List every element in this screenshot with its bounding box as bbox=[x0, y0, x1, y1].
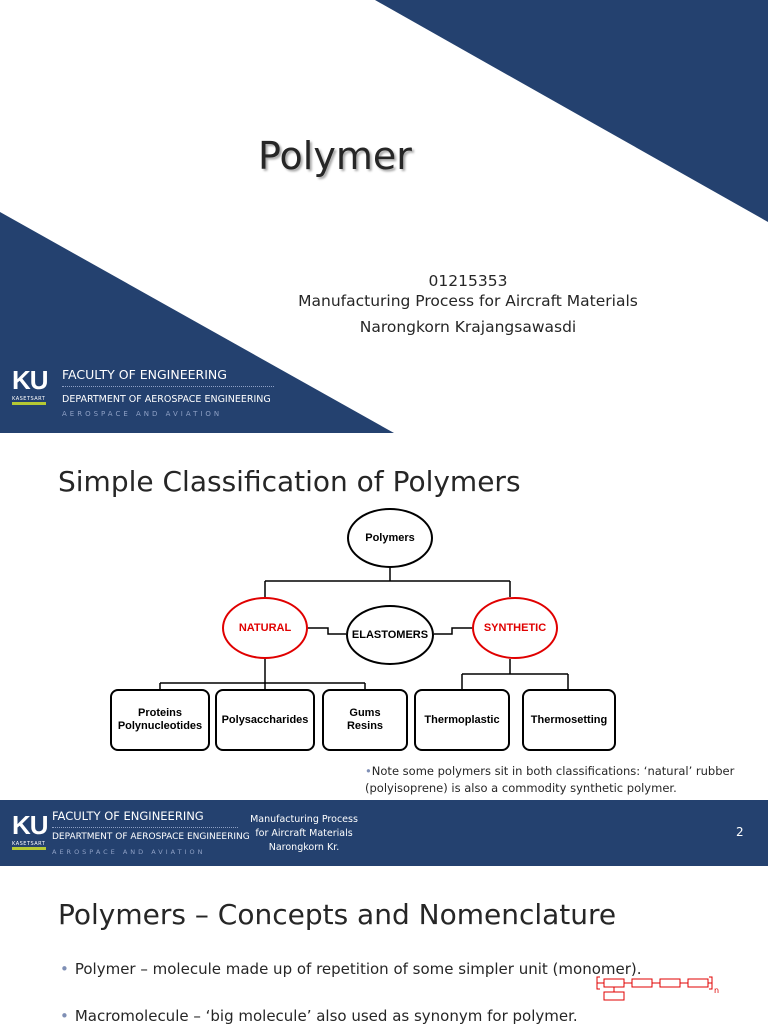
ku-logo-letters: KU bbox=[12, 365, 49, 395]
ku-logo-letters: KU bbox=[12, 810, 49, 840]
page-number: 2 bbox=[736, 825, 744, 839]
author-name: Narongkorn Krajangsawasdi bbox=[359, 318, 577, 336]
bottom-left-navy-triangle bbox=[0, 212, 394, 433]
diagram-connectors bbox=[159, 568, 569, 689]
tagline-label: AEROSPACE AND AVIATION bbox=[62, 410, 223, 418]
bullet-text: Macromolecule – ‘big molecule’ also used… bbox=[74, 1007, 578, 1024]
connector-natural-elastomers bbox=[308, 627, 346, 635]
bullet-dot-icon: • bbox=[365, 764, 372, 778]
slide-footer: KU KASETSART FACULTY OF ENGINEERING DEPA… bbox=[0, 800, 768, 866]
footer-course-line2: for Aircraft Materials bbox=[255, 827, 353, 839]
repeat-subscript: n bbox=[714, 986, 719, 995]
footer-department: DEPARTMENT OF AEROSPACE ENGINEERING bbox=[52, 832, 250, 842]
node-elastomers: ELASTOMERS bbox=[346, 605, 434, 665]
department-label: DEPARTMENT OF AEROSPACE ENGINEERING bbox=[62, 394, 271, 405]
classification-note-text: Note some polymers sit in both classific… bbox=[365, 764, 735, 796]
course-name: Manufacturing Process for Aircraft Mater… bbox=[298, 292, 638, 310]
node-elastomers-label: ELASTOMERS bbox=[351, 628, 429, 641]
course-code: 01215353 bbox=[428, 272, 508, 290]
node-thermoplastic: Thermoplastic bbox=[414, 689, 510, 751]
footer-course-line1: Manufacturing Process bbox=[250, 814, 358, 825]
node-thermosetting-label: Thermosetting bbox=[530, 713, 608, 726]
node-gums-resins: Gums Resins bbox=[322, 689, 408, 751]
node-gums-line2: Resins bbox=[346, 720, 384, 732]
ku-logo: KU KASETSART bbox=[12, 810, 49, 850]
ku-logo-bar bbox=[12, 402, 46, 405]
connector-synthetic-elastomers bbox=[434, 627, 472, 635]
ku-logo-bar bbox=[12, 847, 46, 850]
ku-logo-small-text: KASETSART bbox=[12, 396, 46, 402]
node-thermosetting: Thermosetting bbox=[522, 689, 616, 751]
footer-course-info: Manufacturing Process for Aircraft Mater… bbox=[240, 813, 368, 854]
slide-title: Polymers – Concepts and Nomenclature bbox=[58, 898, 617, 931]
bullet-dot-icon: • bbox=[60, 960, 69, 978]
slide-title: Simple Classification of Polymers bbox=[58, 465, 521, 498]
title-slide: Polymer 01215353 Manufacturing Process f… bbox=[0, 0, 768, 433]
repeat-unit-chain-icon: n bbox=[596, 976, 719, 1001]
node-proteins-line2: Polynucleotides bbox=[117, 720, 203, 732]
node-gums-line1: Gums bbox=[349, 707, 381, 720]
node-thermoplastic-label: Thermoplastic bbox=[424, 713, 500, 726]
bullet-text: Polymer – molecule made up of repetition… bbox=[74, 960, 642, 978]
ku-logo: KU KASETSART bbox=[12, 365, 49, 405]
classification-slide: Simple Classification of Polymers Polyme… bbox=[0, 447, 768, 866]
node-proteins-line1: Proteins bbox=[137, 707, 182, 720]
node-synthetic-label: SYNTHETIC bbox=[483, 621, 547, 634]
node-polymers: Polymers bbox=[347, 508, 433, 568]
bullet-item: • Macromolecule – ‘big molecule’ also use… bbox=[60, 1007, 578, 1024]
bullet-dot-icon: • bbox=[60, 1007, 69, 1024]
footer-divider bbox=[52, 827, 238, 828]
node-polysaccharides-label: Polysaccharides bbox=[221, 713, 309, 726]
footer-faculty: FACULTY OF ENGINEERING bbox=[52, 809, 204, 823]
node-polymers-label: Polymers bbox=[365, 531, 415, 544]
node-natural: NATURAL bbox=[222, 597, 308, 659]
slide1-background bbox=[0, 0, 768, 433]
footer-course-line3: Narongkorn Kr. bbox=[268, 841, 340, 853]
node-natural-label: NATURAL bbox=[238, 621, 292, 634]
concepts-slide: Polymers – Concepts and Nomenclature • Po… bbox=[0, 870, 768, 1024]
node-proteins: Proteins Polynucleotides bbox=[110, 689, 210, 751]
node-polysaccharides: Polysaccharides bbox=[215, 689, 315, 751]
divider bbox=[62, 386, 274, 387]
faculty-label: FACULTY OF ENGINEERING bbox=[62, 367, 227, 382]
ku-logo-small-text: KASETSART bbox=[12, 841, 46, 847]
footer-tagline: AEROSPACE AND AVIATION bbox=[52, 848, 206, 856]
slide-title: Polymer bbox=[258, 134, 412, 178]
top-right-navy-triangle bbox=[375, 0, 768, 222]
node-synthetic: SYNTHETIC bbox=[472, 597, 558, 659]
bullet-item: • Polymer – molecule made up of repetitio… bbox=[60, 960, 642, 978]
classification-note: •Note some polymers sit in both classifi… bbox=[365, 763, 735, 798]
